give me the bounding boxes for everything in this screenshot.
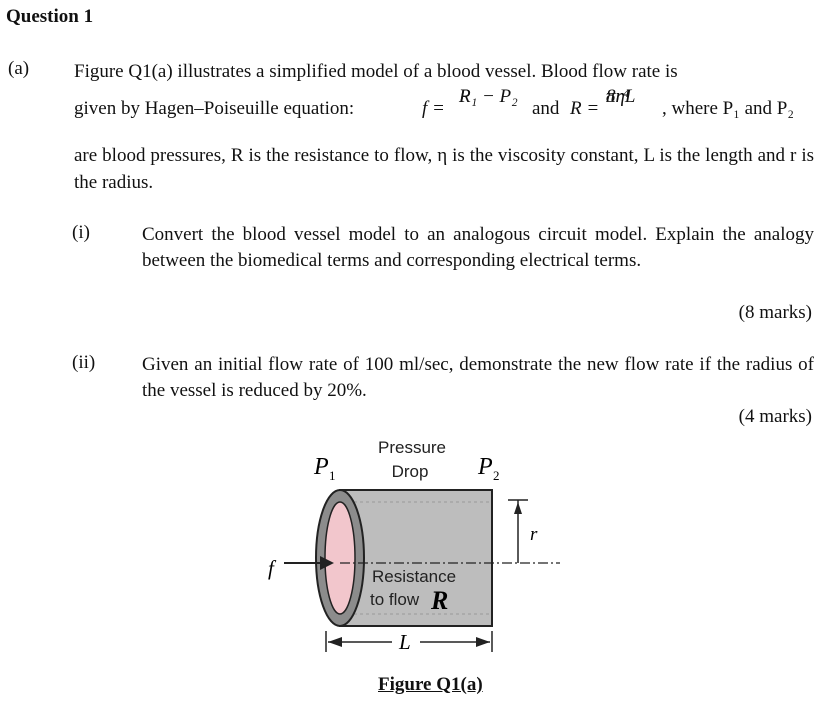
- part-a-line1: Figure Q1(a) illustrates a simplified mo…: [74, 61, 678, 82]
- equation-prefix: given by Hagen–Poiseuille equation:: [74, 98, 355, 119]
- eq1-lhs: f =: [422, 98, 445, 119]
- sub-i-label: (i): [72, 222, 90, 243]
- sub-ii-marks: (4 marks): [738, 406, 812, 427]
- flow-label: f: [268, 556, 277, 580]
- sub-i-text: Convert the blood vessel model to an ana…: [142, 224, 814, 271]
- equation-line: given by Hagen–Poiseuille equation: f = …: [74, 86, 818, 138]
- pressure-label-2: Drop: [392, 462, 429, 481]
- flow-arrowhead: [320, 556, 334, 570]
- eq2-lhs: R =: [570, 98, 600, 119]
- eq2-numerator: 8ηL: [606, 86, 636, 107]
- sub-i-marks: (8 marks): [738, 302, 812, 323]
- length-arrowhead-right: [476, 637, 490, 647]
- part-a-label: (a): [8, 58, 30, 79]
- length-arrowhead-left: [328, 637, 342, 647]
- radius-label: r: [530, 524, 538, 545]
- resistance-label-1: Resistance: [372, 567, 456, 586]
- sub-ii-label: (ii): [72, 352, 96, 373]
- length-label: L: [398, 630, 411, 654]
- equation-suffix: , where P₁ and P₂: [662, 98, 794, 119]
- eq2-denominator: πr⁴: [606, 86, 630, 107]
- sub-ii-text: Given an initial flow rate of 100 ml/sec…: [142, 354, 814, 401]
- pressure-label-1: Pressure: [378, 438, 446, 457]
- question-heading: Question 1: [6, 6, 94, 27]
- eq1-denominator: R: [459, 86, 471, 107]
- radius-arrowhead: [514, 502, 522, 514]
- eq-and: and: [532, 98, 560, 119]
- p1-subscript: 1: [329, 468, 336, 483]
- p1-label: P: [313, 454, 329, 480]
- p2-subscript: 2: [493, 468, 500, 483]
- resistance-symbol: R: [430, 586, 448, 615]
- part-a-line3: are blood pressures, R is the resistance…: [74, 145, 814, 193]
- figure-caption: Figure Q1(a): [378, 674, 483, 695]
- vessel-lumen: [324, 501, 356, 615]
- eq1-numerator: P₁ − P₂: [459, 86, 518, 107]
- p2-label: P: [477, 454, 493, 480]
- resistance-label-2: to flow: [370, 590, 420, 609]
